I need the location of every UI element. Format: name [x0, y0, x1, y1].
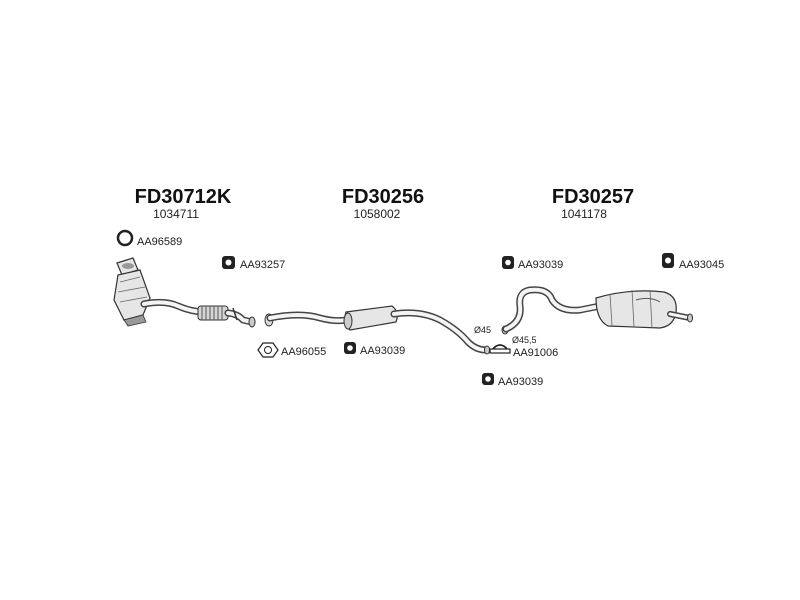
- middle-silencer: [264, 305, 490, 355]
- part-label-hanger-bottom: AA93039: [498, 376, 543, 388]
- rubber-hanger-icon: [222, 256, 235, 269]
- front-pipe-catalyst: [113, 257, 256, 328]
- rubber-hanger-icon: [662, 253, 674, 268]
- part-label-clamp: AA91006: [513, 347, 558, 359]
- rear-silencer: [501, 286, 693, 335]
- part-label-hanger-mid: AA93039: [360, 345, 405, 357]
- group-code-rear: FD30257: [552, 186, 634, 208]
- part-label-hanger-right: AA93045: [679, 259, 724, 271]
- group-code-middle: FD30256: [342, 186, 424, 208]
- part-label-hanger-rear-front: AA93039: [518, 259, 563, 271]
- clamp-icon: [489, 344, 511, 354]
- rubber-hanger-icon: [482, 373, 494, 385]
- part-label-hanger-left: AA93257: [240, 259, 285, 271]
- gasket-icon: [257, 342, 279, 358]
- part-label-gasket: AA96055: [281, 346, 326, 358]
- group-oe-rear: 1041178: [561, 207, 607, 221]
- dimension-label-outlet: Ø45,5: [512, 335, 537, 345]
- group-oe-middle: 1058002: [354, 207, 401, 221]
- rubber-hanger-icon: [502, 256, 514, 269]
- rubber-hanger-icon: [344, 342, 356, 354]
- group-code-front: FD30712K: [135, 186, 232, 208]
- part-label-ring: AA96589: [137, 236, 182, 248]
- group-oe-front: 1034711: [153, 207, 199, 221]
- ring-icon: [116, 229, 134, 247]
- dimension-label-inlet: Ø45: [474, 325, 491, 335]
